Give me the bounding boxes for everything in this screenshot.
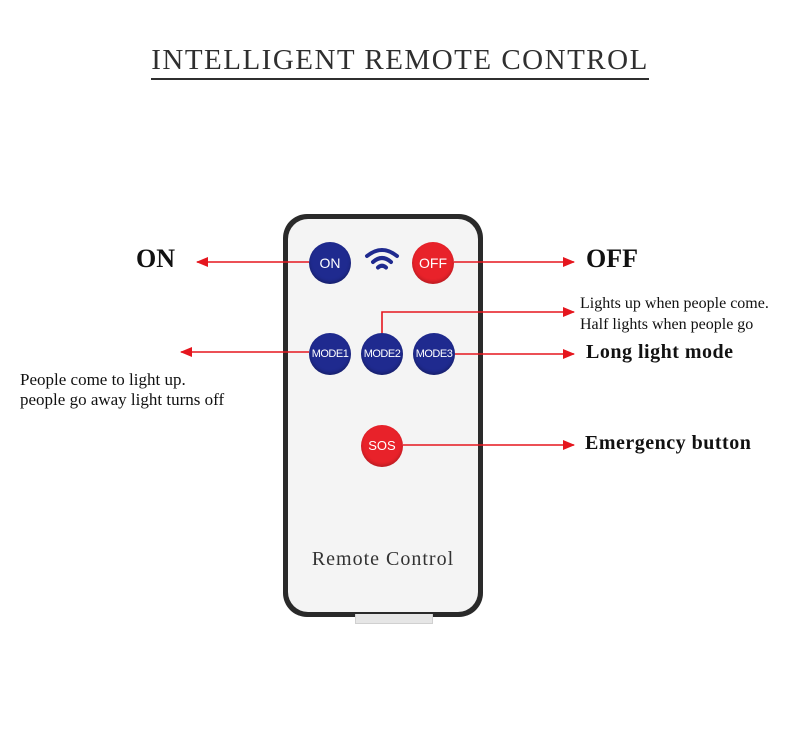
off-button[interactable]: OFF (412, 242, 454, 284)
mode3-annotation: Long light mode (586, 341, 734, 363)
mode2-button[interactable]: MODE2 (361, 333, 403, 375)
sos-annotation: Emergency button (585, 432, 752, 454)
wifi-signal-icon (365, 248, 399, 270)
mode1-annotation-line1: People come to light up. (20, 370, 186, 389)
remote-control-label: Remote Control (311, 548, 455, 570)
mode1-annotation-line2: people go away light turns off (20, 390, 225, 409)
page-title: INTELLIGENT REMOTE CONTROL (0, 44, 800, 80)
mode2-annotation-line2: Half lights when people go (580, 316, 754, 333)
mode2-annotation-line1: Lights up when people come. (580, 295, 769, 312)
on-button[interactable]: ON (309, 242, 351, 284)
mode3-button[interactable]: MODE3 (413, 333, 455, 375)
mode1-button[interactable]: MODE1 (309, 333, 351, 375)
mode2-arrow (381, 307, 575, 333)
on-annotation: ON (136, 244, 175, 273)
off-annotation: OFF (586, 244, 638, 273)
remote-control-body (283, 214, 483, 617)
sos-button[interactable]: SOS (361, 425, 403, 467)
battery-tab (355, 614, 433, 624)
remote-control-face (288, 219, 478, 612)
